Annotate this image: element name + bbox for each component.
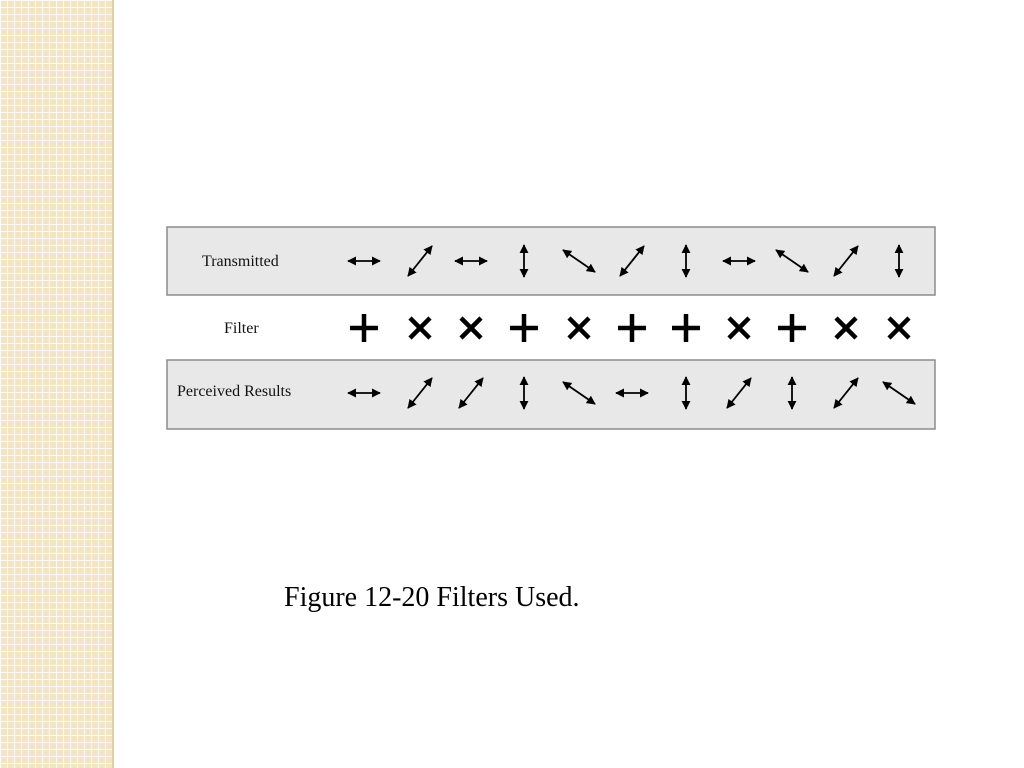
filter-symbol-rectilinear bbox=[672, 314, 700, 342]
filter-symbol-rectilinear bbox=[350, 314, 378, 342]
figure-caption: Figure 12-20 Filters Used. bbox=[284, 582, 580, 613]
filter-symbol-diagonal bbox=[834, 316, 858, 340]
transmitted-symbol-diagonal-nw bbox=[562, 249, 596, 273]
perceived-symbol-diagonal-ne bbox=[407, 377, 433, 409]
filter-row-label: Filter bbox=[224, 320, 259, 337]
decorative-side-stripe bbox=[0, 0, 114, 768]
transmitted-row-box bbox=[166, 226, 936, 296]
transmitted-row-label: Transmitted bbox=[202, 253, 279, 270]
filter-symbol-diagonal bbox=[727, 316, 751, 340]
stripe-edge-divider bbox=[112, 0, 114, 768]
transmitted-symbol-diagonal-ne bbox=[833, 245, 859, 277]
symbol-layer bbox=[347, 244, 916, 410]
perceived-symbol-diagonal-ne bbox=[833, 377, 859, 409]
perceived-symbol-diagonal-nw bbox=[562, 381, 596, 405]
perceived-row-box bbox=[166, 359, 936, 430]
filter-symbol-diagonal bbox=[887, 316, 911, 340]
filter-symbol-diagonal bbox=[459, 316, 483, 340]
filter-symbol-rectilinear bbox=[510, 314, 538, 342]
filter-symbol-diagonal bbox=[408, 316, 432, 340]
perceived-symbol-diagonal-ne bbox=[726, 377, 752, 409]
perceived-symbol-diagonal-ne bbox=[458, 377, 484, 409]
transmitted-symbol-diagonal-ne bbox=[619, 245, 645, 277]
perceived-symbol-diagonal-nw bbox=[882, 381, 916, 405]
filter-symbol-rectilinear bbox=[778, 314, 806, 342]
filter-symbol-diagonal bbox=[567, 316, 591, 340]
filter-symbol-rectilinear bbox=[618, 314, 646, 342]
perceived-row-label: Perceived Results bbox=[177, 383, 292, 400]
transmitted-symbol-diagonal-ne bbox=[407, 245, 433, 277]
transmitted-symbol-diagonal-nw bbox=[775, 249, 809, 273]
